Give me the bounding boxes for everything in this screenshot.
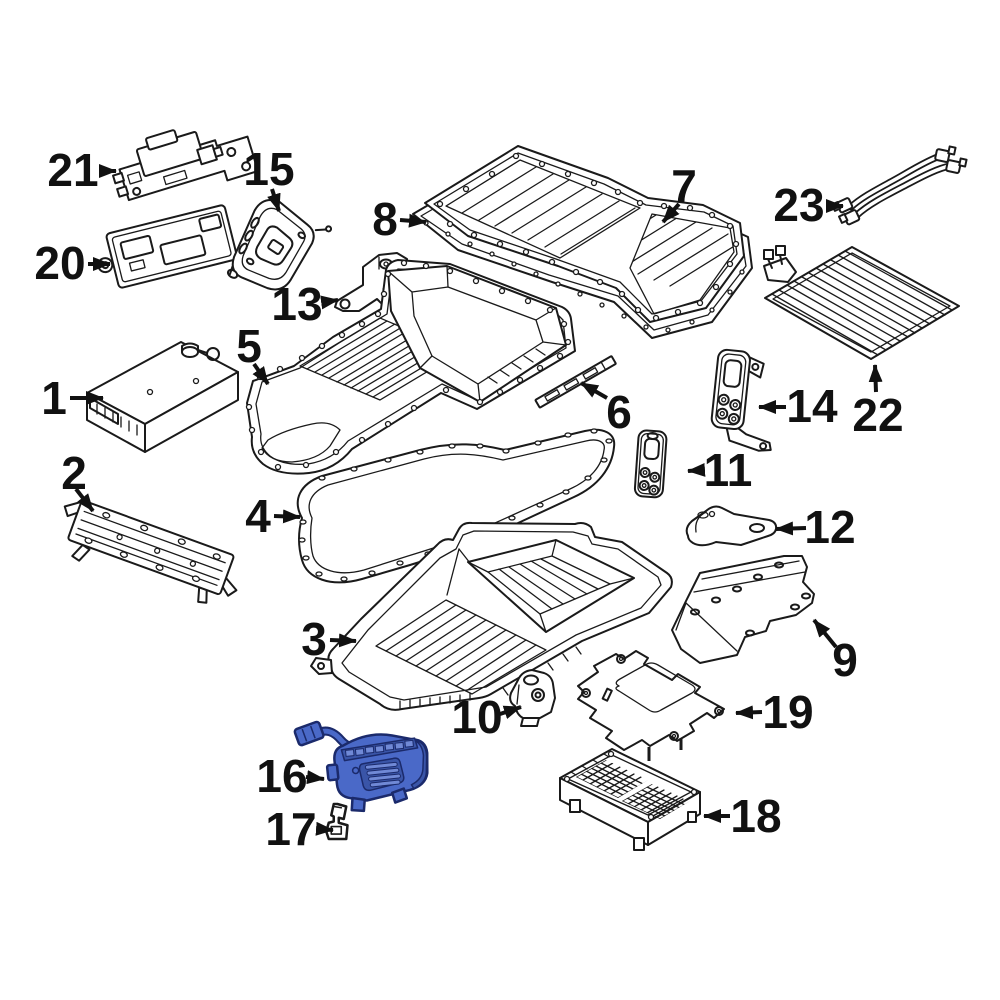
part-label-1: 1 xyxy=(41,372,67,424)
part-label-13: 13 xyxy=(271,278,322,330)
part-7-drawing xyxy=(424,145,745,323)
part-label-18: 18 xyxy=(730,790,781,842)
part-14-drawing xyxy=(710,348,772,452)
part-12-drawing xyxy=(685,505,778,547)
part-arrow-4 xyxy=(273,509,301,524)
part-arrow-12 xyxy=(775,521,807,536)
part-label-8: 8 xyxy=(372,193,398,245)
part-arrow-16 xyxy=(305,770,325,785)
part-label-20: 20 xyxy=(34,237,85,289)
part-arrow-13 xyxy=(320,295,339,310)
part-label-6: 6 xyxy=(606,386,632,438)
part-label-2: 2 xyxy=(61,447,87,499)
part-18-drawing xyxy=(559,748,701,851)
part-22-drawing xyxy=(763,245,960,360)
part-label-7: 7 xyxy=(671,160,697,212)
part-15-drawing xyxy=(226,199,333,291)
part-19-drawing xyxy=(577,650,725,761)
part-5-drawing xyxy=(245,259,576,475)
part-6-drawing xyxy=(534,355,617,409)
part-label-12: 12 xyxy=(804,501,855,553)
part-label-21: 21 xyxy=(47,144,98,196)
part-arrow-3 xyxy=(329,633,357,648)
part-arrow-6 xyxy=(580,381,608,400)
part-16-cable-connector xyxy=(293,720,325,747)
part-20-drawing xyxy=(97,204,238,289)
part-label-9: 9 xyxy=(832,634,858,686)
part-label-4: 4 xyxy=(245,490,271,542)
part-label-5: 5 xyxy=(236,320,262,372)
part-label-3: 3 xyxy=(301,613,327,665)
part-arrow-10 xyxy=(499,705,522,720)
part-arrow-19 xyxy=(735,705,763,720)
part-label-15: 15 xyxy=(243,143,294,195)
part-label-19: 19 xyxy=(762,686,813,738)
part-arrow-9 xyxy=(812,618,838,649)
part-label-17: 17 xyxy=(265,803,316,855)
part-arrow-11 xyxy=(687,462,706,477)
part-23-drawing xyxy=(831,145,968,226)
part-arrow-7 xyxy=(661,202,681,224)
part-label-10: 10 xyxy=(451,691,502,743)
part-label-14: 14 xyxy=(786,380,838,432)
part-arrow-8 xyxy=(399,213,427,228)
part-arrow-2 xyxy=(74,487,95,513)
part-17-drawing xyxy=(325,802,349,841)
part-16-drawing xyxy=(293,720,429,813)
part-label-23: 23 xyxy=(773,179,824,231)
part-arrow-5 xyxy=(252,362,270,386)
part-labels: 1 2 3 4 5 6 7 8 9 10 11 12 13 14 15 16 1… xyxy=(34,143,903,855)
part-label-11: 11 xyxy=(704,444,753,496)
part-arrow-22 xyxy=(868,364,883,393)
part-21-drawing xyxy=(112,129,260,202)
part-11-drawing xyxy=(633,429,668,499)
part-arrow-17 xyxy=(315,821,334,836)
part-arrow-15 xyxy=(267,188,281,212)
part-4-drawing xyxy=(296,428,616,584)
part-9-drawing xyxy=(671,555,815,664)
part-2-drawing xyxy=(63,499,238,604)
part-1-drawing xyxy=(86,341,239,453)
label-arrows xyxy=(70,164,883,836)
part-label-22: 22 xyxy=(852,389,903,441)
part-label-16: 16 xyxy=(256,750,307,802)
